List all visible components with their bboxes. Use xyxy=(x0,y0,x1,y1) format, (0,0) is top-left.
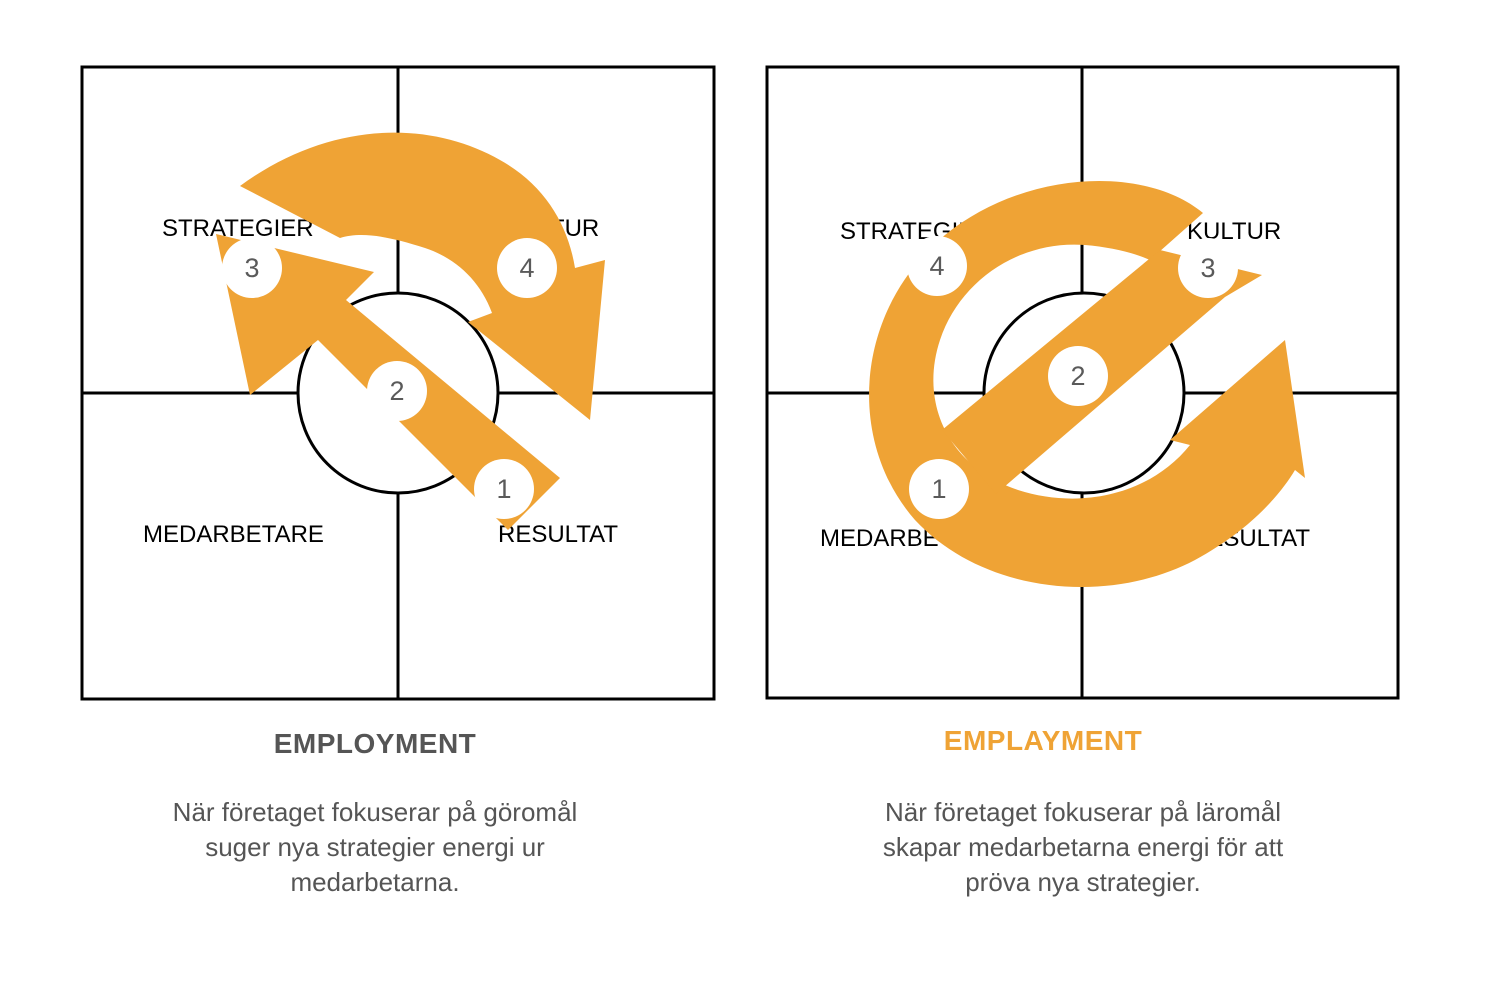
svg-text:2: 2 xyxy=(1070,361,1085,391)
svg-text:3: 3 xyxy=(1200,253,1215,283)
emplayment-description: När företaget fokuserar på läromål skapa… xyxy=(828,795,1338,900)
svg-text:2: 2 xyxy=(389,376,404,406)
step-badge-1: 1 xyxy=(474,459,534,519)
step-badge-2: 2 xyxy=(367,361,427,421)
description-line: pröva nya strategier. xyxy=(965,867,1201,897)
curved-arrow-3-to-4 xyxy=(240,132,605,420)
emplayment-panel: STRATEGIER KULTUR MEDARBETARE RESULTAT 1… xyxy=(750,0,1500,1000)
emplayment-title: EMPLAYMENT xyxy=(943,725,1143,756)
quadrant-label-medarbetare: MEDARBETARE xyxy=(143,521,324,548)
description-line: skapar medarbetarna energi för att xyxy=(882,832,1284,862)
step-badge-4: 4 xyxy=(497,238,557,298)
description-line: suger nya strategier energi ur xyxy=(205,832,545,862)
employment-description: När företaget fokuserar på göromål suger… xyxy=(120,795,630,900)
step-badge-4: 4 xyxy=(907,236,967,296)
emplayment-diagram: STRATEGIER KULTUR MEDARBETARE RESULTAT 1… xyxy=(765,65,1400,700)
quadrant-label-strategier: STRATEGIER xyxy=(162,215,314,242)
svg-text:1: 1 xyxy=(931,474,946,504)
description-line: När företaget fokuserar på göromål xyxy=(172,797,578,827)
step-badge-2: 2 xyxy=(1048,346,1108,406)
employment-panel: STRATEGIER KULTUR MEDARBETARE RESULTAT 1… xyxy=(80,65,716,900)
svg-text:4: 4 xyxy=(929,251,944,281)
description-line: medarbetarna. xyxy=(290,867,460,897)
svg-text:1: 1 xyxy=(496,474,511,504)
employment-diagram: STRATEGIER KULTUR MEDARBETARE RESULTAT 1… xyxy=(80,65,716,701)
svg-text:3: 3 xyxy=(244,253,259,283)
step-badge-3: 3 xyxy=(1178,238,1238,298)
description-line: När företaget fokuserar på läromål xyxy=(885,797,1281,827)
step-badge-3: 3 xyxy=(222,238,282,298)
quadrant-label-resultat: RESULTAT xyxy=(498,521,618,548)
svg-text:4: 4 xyxy=(519,253,534,283)
step-badge-1: 1 xyxy=(909,459,969,519)
circular-arrow xyxy=(869,181,1305,587)
employment-title: EMPLOYMENT xyxy=(273,728,477,759)
